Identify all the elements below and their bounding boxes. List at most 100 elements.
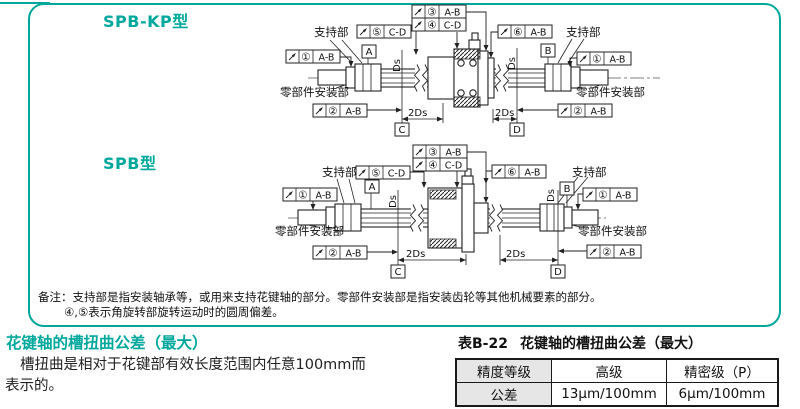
frame-number: ④ [427, 20, 436, 32]
mount-shaft-right [571, 209, 599, 226]
note-label: 备注： [38, 290, 73, 304]
ds-label: Ds [392, 59, 403, 72]
leader-arrow [558, 248, 564, 254]
section-body-line1: 槽扭曲是相对于花键部有效长度范围内任意100mm而 [20, 357, 366, 373]
leader-arrow [421, 182, 427, 188]
support-journal-left [354, 63, 382, 92]
section-body-line2: 表示的。 [5, 378, 63, 394]
datum-box-d: D [509, 122, 525, 137]
mount-shaft-left [317, 69, 347, 86]
datum-letter: B [564, 184, 571, 195]
frame-datum-ref: A-B [445, 8, 461, 19]
tolerance-frame-left-1: ① A-B [285, 49, 341, 64]
frame-number: ⑥ [513, 27, 522, 39]
diagram2-title: SPB型 [103, 154, 157, 173]
tolerance-frame-four: ④ C-D [411, 17, 467, 32]
frame-number: ① [301, 52, 310, 64]
col-header-grade: 精度等级 [455, 358, 552, 383]
leader-arrow [567, 61, 573, 67]
grease-nipple-base [461, 175, 474, 185]
leader-arrow [483, 197, 489, 203]
frame-datum-ref: A-B [346, 107, 362, 118]
break-symbol [502, 64, 510, 92]
leader-arrow [483, 45, 489, 51]
dimension-2ds-label: 2Ds [406, 249, 425, 260]
leader-line [577, 193, 583, 206]
datum-letter: D [554, 267, 562, 278]
datum-box-a: A [361, 44, 377, 59]
frame-datum-ref: C-D [444, 21, 461, 32]
support-label: 支持部 [572, 165, 607, 179]
tolerance-frame-three: ③ A-B [411, 4, 467, 19]
frame-number: ⑤ [371, 168, 380, 180]
datum-letter: C [395, 267, 402, 278]
support-journal-right [539, 203, 565, 232]
nut-flange [461, 183, 475, 253]
hatch-area [453, 48, 481, 60]
grease-nipple [471, 32, 479, 41]
break-symbol [417, 204, 425, 232]
grease-nipple [464, 168, 472, 177]
support-label: 支持部 [314, 25, 349, 39]
dimension-2ds-label: 2Ds [495, 108, 514, 119]
tolerance-high-value: 13μm/100mm [551, 382, 667, 407]
leader-line [411, 30, 417, 52]
break-symbol [413, 64, 421, 92]
leader-arrow [454, 43, 460, 49]
flange-plate [487, 57, 495, 99]
frame-number: ③ [428, 147, 437, 159]
frame-datum-ref: A-B [616, 191, 632, 202]
break-symbol [421, 64, 429, 92]
mount-shaft-left [297, 209, 327, 226]
frame-datum-ref: A-B [316, 191, 332, 202]
hatch-area [429, 189, 457, 200]
top-rule [0, 2, 50, 4]
frame-datum-ref: A-B [446, 148, 462, 159]
leader-arrow [517, 107, 523, 113]
datum-box-d: D [550, 264, 566, 279]
nut-collar [473, 202, 489, 234]
bearing-ball [457, 59, 465, 67]
frame-datum-ref: A-B [610, 55, 626, 66]
ds-label: Ds [546, 189, 557, 202]
bearing-ball [457, 89, 465, 97]
datum-letter: A [366, 47, 373, 58]
frame-number: ② [573, 106, 582, 118]
mount-shaft-right [579, 69, 609, 86]
mount-label: 零部件安装部 [576, 85, 645, 99]
leader-arrow [396, 107, 402, 113]
note-block: 备注：支持部是指安装轴承等，或用来支持花键轴的部分。零部件安装部是指安装齿轮等其… [38, 290, 758, 319]
shaft-collar-right [563, 206, 573, 229]
frame-datum-ref: C-D [389, 28, 406, 39]
dimension-2ds-label: 2Ds [408, 108, 427, 119]
frame-number: ③ [427, 7, 436, 19]
note-text-1: 支持部是指安装轴承等，或用来支持花键轴的部分。零部件安装部是指安装齿轮等其他机械… [72, 290, 602, 304]
leader-arrow [454, 182, 460, 188]
leader-line [490, 31, 498, 55]
frame-datum-ref: A-B [319, 53, 335, 64]
mount-label: 零部件安装部 [578, 224, 647, 238]
note-text-2: ④,⑤表示角旋转部旋转运动时的圆周偏差。 [64, 304, 284, 319]
datum-letter: A [369, 182, 376, 193]
datum-box-b: B [540, 43, 556, 58]
tolerance-frame-three: ③ A-B [412, 144, 468, 159]
section-body: 槽扭曲是相对于花键部有效长度范围内任意100mm而 表示的。 [5, 355, 405, 397]
frame-number: ⑥ [507, 167, 516, 179]
ds-label: Ds [507, 57, 518, 70]
break-symbol [496, 204, 504, 232]
leader-arrow [310, 204, 316, 210]
diagram1-title: SPB-KP型 [103, 12, 189, 31]
frame-number: ② [328, 248, 337, 260]
